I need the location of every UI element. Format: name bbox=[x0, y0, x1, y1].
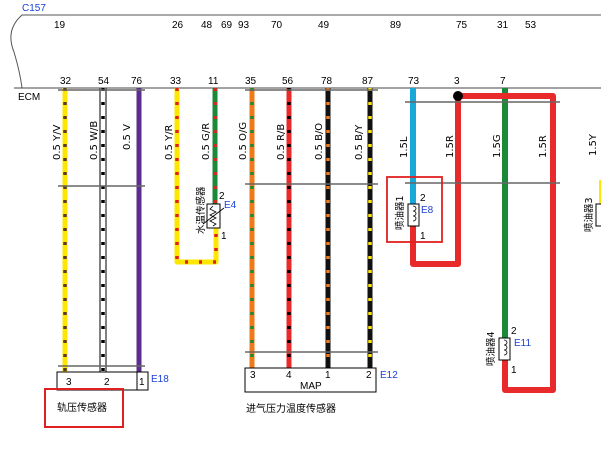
ecm-pin: 7 bbox=[500, 76, 506, 87]
coil-loops bbox=[412, 205, 417, 222]
thermistor-arrow bbox=[202, 207, 225, 225]
wire bbox=[410, 96, 461, 267]
top-pin-row: 19 26 48 69 93 70 49 89 75 31 53 bbox=[54, 20, 537, 31]
map-sensor: 3 4 1 2 MAP E12 进气压力温度传感器 bbox=[244, 367, 398, 415]
wire bbox=[174, 88, 219, 265]
coil-symbol bbox=[595, 203, 601, 227]
ecm-pin: 56 bbox=[282, 76, 294, 87]
top-pin: 53 bbox=[525, 20, 537, 31]
component-code: E18 bbox=[151, 374, 169, 385]
splice-point bbox=[453, 91, 463, 101]
wire-label: 0.5 O/G bbox=[238, 122, 249, 160]
wire-label: 0.5 W/B bbox=[89, 121, 100, 160]
pin-number: 2 bbox=[511, 326, 517, 337]
top-pin: 69 bbox=[221, 20, 233, 31]
wire-label: 1.5L bbox=[399, 136, 410, 158]
ecm-label: ECM bbox=[18, 92, 40, 103]
wire-label: 1.5Y bbox=[588, 133, 599, 156]
wire-label: 0.5 Y/V bbox=[52, 124, 63, 160]
pin-number: 1 bbox=[420, 231, 426, 242]
injector-4: 2 1 E11 喷油器4 bbox=[485, 326, 531, 376]
wire-label: 1.5G bbox=[492, 134, 503, 158]
ecm-pin: 78 bbox=[321, 76, 333, 87]
component-code: E12 bbox=[380, 370, 398, 381]
pin-number: 4 bbox=[286, 370, 292, 381]
component-name: 喷油器1 bbox=[394, 195, 406, 230]
pin-number: 1 bbox=[511, 365, 517, 376]
pin-number: 2 bbox=[366, 370, 372, 381]
ecm-pin: 11 bbox=[208, 76, 219, 87]
map-label: MAP bbox=[300, 381, 322, 392]
coil-symbol bbox=[407, 203, 420, 227]
pin-number: 2 bbox=[219, 191, 225, 202]
wire-label: 0.5 B/Y bbox=[354, 124, 365, 160]
ecm-pin: 33 bbox=[170, 76, 182, 87]
injector-3: 喷油器3 bbox=[583, 197, 601, 232]
top-pin: 89 bbox=[390, 20, 402, 31]
highlight-box bbox=[386, 176, 443, 243]
wire-label: 1.5R bbox=[538, 135, 549, 158]
wire-label: 0.5 Y/R bbox=[164, 124, 175, 160]
coolant-sensor: 2 1 E4 水温传感器 bbox=[195, 186, 237, 242]
coil-symbol bbox=[498, 337, 511, 361]
wire-label: 0.5 B/O bbox=[314, 123, 325, 160]
ecm-pin: 35 bbox=[245, 76, 257, 87]
wire-label: 1.5R bbox=[445, 135, 456, 158]
ecm-pin: 76 bbox=[131, 76, 143, 87]
component-name: 喷油器3 bbox=[583, 197, 595, 232]
component-name: 喷油器4 bbox=[485, 331, 497, 366]
wire-label: 0.5 G/R bbox=[201, 123, 212, 160]
top-pin: 70 bbox=[271, 20, 283, 31]
component-name: 进气压力温度传感器 bbox=[246, 402, 336, 415]
component-name: 水温传感器 bbox=[195, 186, 207, 234]
pin-number: 1 bbox=[221, 231, 227, 242]
rail-pressure-sensor: 3 2 1 E18 轨压传感器 bbox=[44, 371, 169, 428]
top-pin: 26 bbox=[172, 20, 184, 31]
wire bbox=[458, 93, 556, 393]
coil-loops bbox=[503, 339, 508, 356]
component-name: 轨压传感器 bbox=[57, 401, 107, 414]
wires bbox=[62, 88, 601, 393]
top-pin: 31 bbox=[497, 20, 509, 31]
pin-number: 2 bbox=[420, 193, 426, 204]
wire-label: 0.5 V bbox=[122, 124, 133, 150]
wire-labels: 0.5 Y/V 0.5 W/B 0.5 V 0.5 Y/R 0.5 G/R 0.… bbox=[52, 121, 599, 160]
injector-1: 2 1 E8 喷油器1 bbox=[386, 176, 443, 243]
wire-label: 0.5 R/B bbox=[276, 124, 287, 160]
pin-number: 1 bbox=[325, 370, 331, 381]
ecm-pin: 32 bbox=[60, 76, 72, 87]
pin-number: 3 bbox=[250, 370, 256, 381]
top-pin: 75 bbox=[456, 20, 468, 31]
wire-stripe bbox=[175, 88, 218, 264]
component-code: E11 bbox=[514, 338, 531, 349]
highlight-box bbox=[44, 388, 124, 428]
top-pin: 19 bbox=[54, 20, 66, 31]
top-pin: 49 bbox=[318, 20, 330, 31]
ecm-pin: 3 bbox=[454, 76, 460, 87]
top-pin: 48 bbox=[201, 20, 213, 31]
pin-number: 1 bbox=[139, 377, 145, 388]
ecm-pin-row: 32 54 76 33 11 35 56 78 87 73 3 7 bbox=[60, 76, 506, 87]
top-pin: 93 bbox=[238, 20, 250, 31]
ecm-pin: 87 bbox=[362, 76, 374, 87]
pin-number: 2 bbox=[104, 377, 110, 388]
component-code: E4 bbox=[224, 200, 237, 211]
ecm-pin: 54 bbox=[98, 76, 110, 87]
ecm-pin: 73 bbox=[408, 76, 420, 87]
c157-outline bbox=[10, 14, 601, 89]
pin-number: 3 bbox=[66, 377, 72, 388]
harness-lines bbox=[58, 89, 560, 367]
component-code: E8 bbox=[421, 205, 434, 216]
connector-block bbox=[244, 367, 377, 393]
c157-label: C157 bbox=[22, 3, 46, 14]
